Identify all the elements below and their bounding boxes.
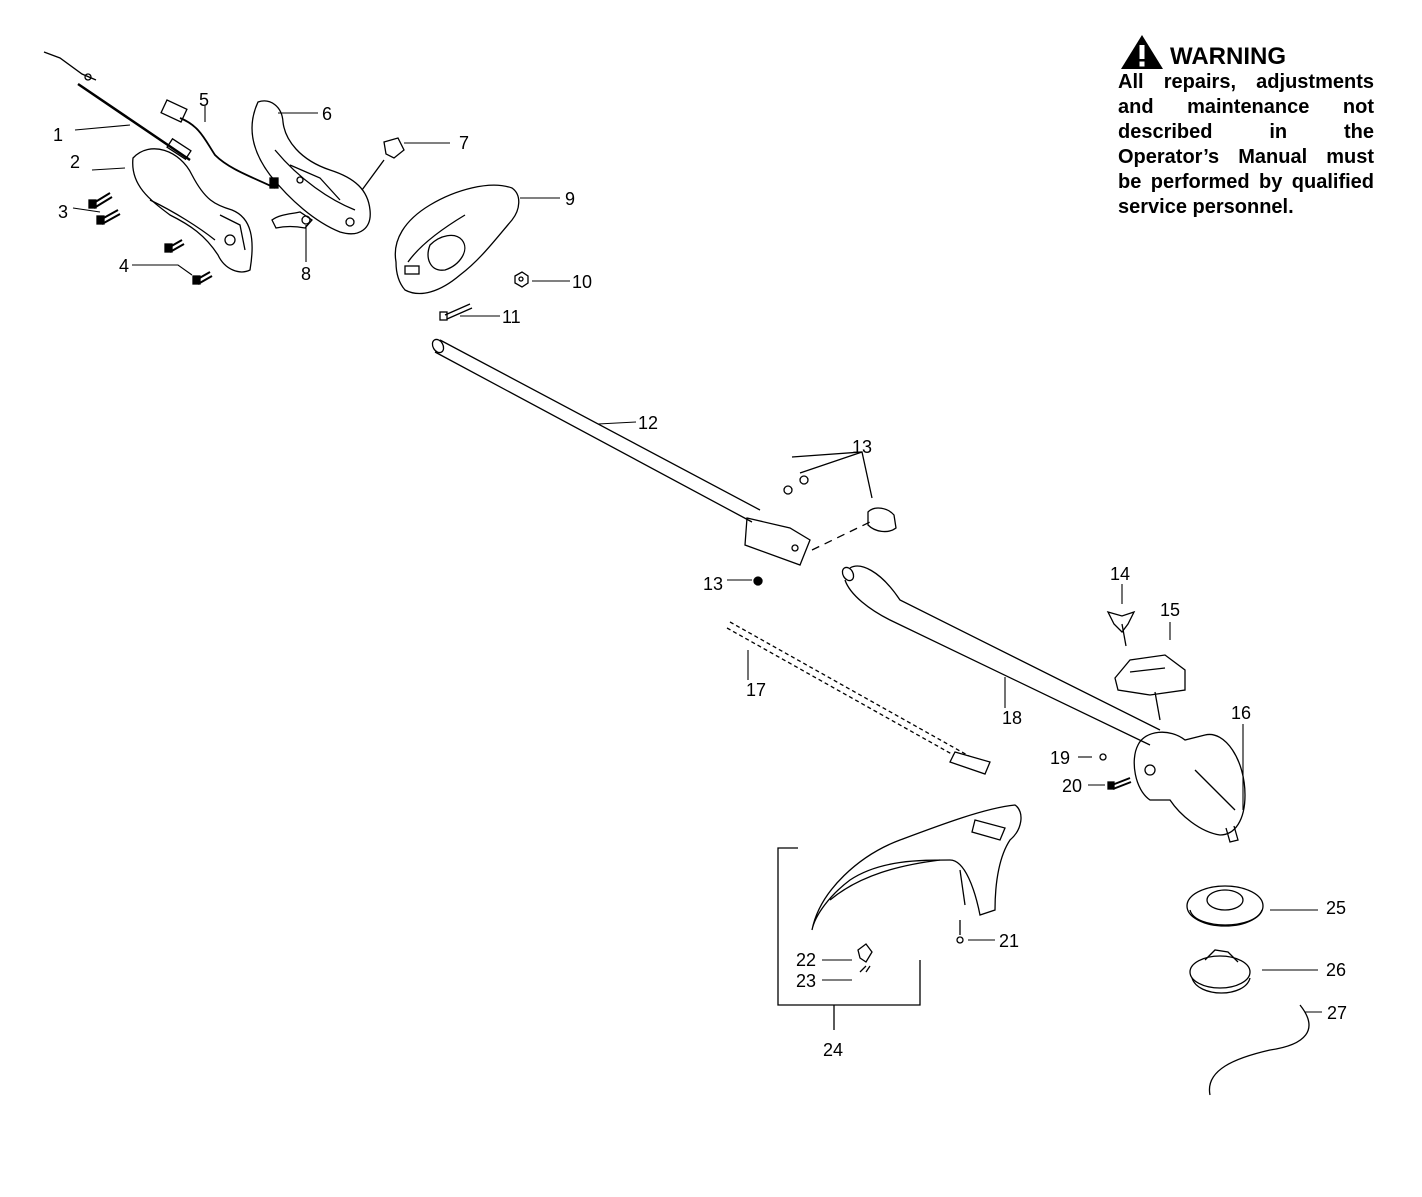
screws-4 [164, 239, 213, 285]
callout-13a: 13 [852, 437, 872, 457]
lower-drive-tube [841, 565, 1161, 746]
callout-27: 27 [1327, 1003, 1347, 1023]
callout-2: 2 [70, 152, 80, 172]
screws-3 [88, 192, 121, 225]
throttle-cable [43, 51, 192, 162]
trimmer-head [1186, 885, 1264, 927]
callout-4: 4 [119, 256, 129, 276]
screw-23 [859, 965, 871, 973]
screw-19 [1099, 753, 1107, 761]
upper-drive-tube [431, 338, 871, 566]
clip-7 [361, 137, 405, 191]
callout-20: 20 [1062, 776, 1082, 796]
callout-10: 10 [572, 272, 592, 292]
callout-6: 6 [322, 104, 332, 124]
gear-head [1133, 731, 1246, 843]
callout-23: 23 [796, 971, 816, 991]
trimmer-spool [1189, 949, 1251, 994]
callout-3: 3 [58, 202, 68, 222]
callout-22: 22 [796, 950, 816, 970]
callout-8: 8 [301, 264, 311, 284]
warning-text: All repairs, adjustments and maintenance… [1118, 71, 1374, 218]
air-filter-cover [394, 184, 520, 295]
grass-deflector [811, 804, 1022, 931]
callout-24: 24 [823, 1040, 843, 1060]
handle-housing-left [132, 148, 253, 273]
warning-title: WARNING [1170, 43, 1286, 70]
callout-14: 14 [1110, 564, 1130, 584]
handle-housing-right [251, 100, 371, 235]
warning-triangle-icon [1120, 34, 1164, 70]
shield-bracket [1114, 654, 1186, 721]
wing-bolt [1106, 610, 1136, 647]
callout-19: 19 [1050, 748, 1070, 768]
callout-7: 7 [459, 133, 469, 153]
callout-21: 21 [999, 931, 1019, 951]
leader-lines [72, 106, 1322, 1013]
callout-1: 1 [53, 125, 63, 145]
nut-10 [514, 271, 529, 288]
flex-drive-cable [726, 621, 991, 775]
callout-13b: 13 [703, 574, 723, 594]
coupler-parts [753, 451, 897, 586]
callout-15: 15 [1160, 600, 1180, 620]
callout-18: 18 [1002, 708, 1022, 728]
callout-12: 12 [638, 413, 658, 433]
throttle-trigger [271, 211, 313, 229]
callout-17: 17 [746, 680, 766, 700]
callout-9: 9 [565, 189, 575, 209]
callout-25: 25 [1326, 898, 1346, 918]
screw-20 [1107, 777, 1132, 790]
deflector-clip-22 [857, 943, 873, 963]
callout-16: 16 [1231, 703, 1251, 723]
trimmer-line [1208, 1004, 1310, 1096]
callout-5: 5 [199, 90, 209, 110]
ignition-switch [160, 99, 279, 189]
callout-26: 26 [1326, 960, 1346, 980]
screw-21 [956, 920, 964, 944]
screw-11 [439, 303, 473, 321]
callout-11: 11 [502, 307, 521, 327]
